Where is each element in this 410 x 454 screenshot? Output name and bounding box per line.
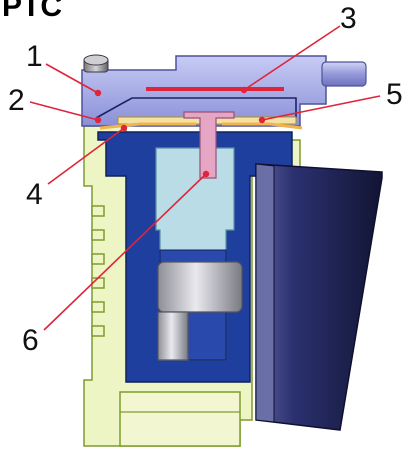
terminal-cylinder	[157, 261, 243, 313]
callout-label-4: 4	[26, 178, 43, 211]
leader-line-3	[243, 25, 341, 91]
lid-internal-channel	[95, 97, 297, 119]
leader-lines	[29, 25, 381, 331]
adjacent-component-rim	[255, 163, 275, 423]
leader-line-6	[43, 173, 207, 331]
lid-tube	[321, 61, 367, 87]
callout-label-3: 3	[340, 2, 357, 35]
housing-base	[119, 391, 241, 447]
callout-label-2: 2	[8, 84, 25, 117]
center-contact-pin	[183, 111, 235, 179]
lid-red-element	[146, 87, 284, 91]
leader-line-4	[47, 127, 125, 185]
diagram-title: PTC	[2, 0, 62, 23]
lid-screw-head	[83, 54, 109, 66]
contact-spring	[99, 122, 303, 130]
terminal-cylinder-cap	[157, 311, 189, 361]
callout-label-1: 1	[26, 40, 43, 73]
callout-label-5: 5	[386, 78, 403, 111]
housing-fins	[91, 205, 105, 337]
leader-line-5	[261, 95, 381, 121]
callout-label-6: 6	[22, 324, 39, 357]
leader-line-1	[45, 63, 99, 94]
leader-line-2	[29, 101, 99, 121]
adjacent-dark-component	[255, 163, 383, 431]
